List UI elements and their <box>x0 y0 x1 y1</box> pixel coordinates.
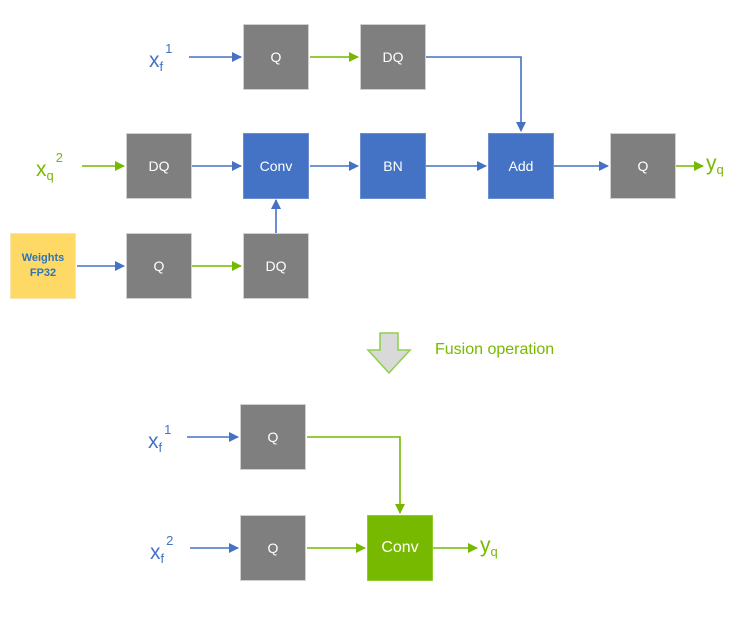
quantize-node-weights: Q <box>126 233 192 299</box>
output-yq-label-bottom: yq <box>480 534 498 559</box>
quantize-node-output: Q <box>610 133 676 199</box>
node-label: Q <box>267 540 279 556</box>
node-label: Add <box>508 158 534 174</box>
node-label: DQ <box>148 158 170 174</box>
node-label: Q <box>270 49 282 65</box>
node-label: Conv <box>259 158 293 174</box>
weights-precision-label: FP32 <box>29 267 57 279</box>
quantize-node-top: Q <box>243 24 309 90</box>
fusion-operation-label: Fusion operation <box>435 341 555 358</box>
node-label: Conv <box>381 539 419 556</box>
weights-label: Weights <box>21 252 65 264</box>
node-label: Q <box>153 258 165 274</box>
edge-q1-to-conv <box>307 436 405 514</box>
edge-dq-top-to-add <box>426 56 526 132</box>
batchnorm-node: BN <box>360 133 426 199</box>
input-xq2-label: xq2 <box>36 150 63 183</box>
output-yq-label-top: yq <box>706 152 724 177</box>
node-label: BN <box>383 158 403 174</box>
fused-conv-node: Conv <box>367 515 433 581</box>
node-label: DQ <box>382 49 404 65</box>
dequantize-node-weights: DQ <box>243 233 309 299</box>
node-label: Q <box>637 158 649 174</box>
add-node: Add <box>488 133 554 199</box>
conv-node: Conv <box>243 133 309 199</box>
bottom-input-xf1-label: xf1 <box>148 422 172 455</box>
dequantize-node-mid: DQ <box>126 133 192 199</box>
dequantize-node-top: DQ <box>360 24 426 90</box>
bottom-quantize-node-2: Q <box>240 515 306 581</box>
input-xf1-label: xf1 <box>149 41 173 74</box>
bottom-quantize-node-1: Q <box>240 404 306 470</box>
node-label: DQ <box>265 258 287 274</box>
fusion-arrow-icon <box>366 332 412 375</box>
node-label: Q <box>267 429 279 445</box>
bottom-input-xf2-label: xf2 <box>150 533 174 566</box>
